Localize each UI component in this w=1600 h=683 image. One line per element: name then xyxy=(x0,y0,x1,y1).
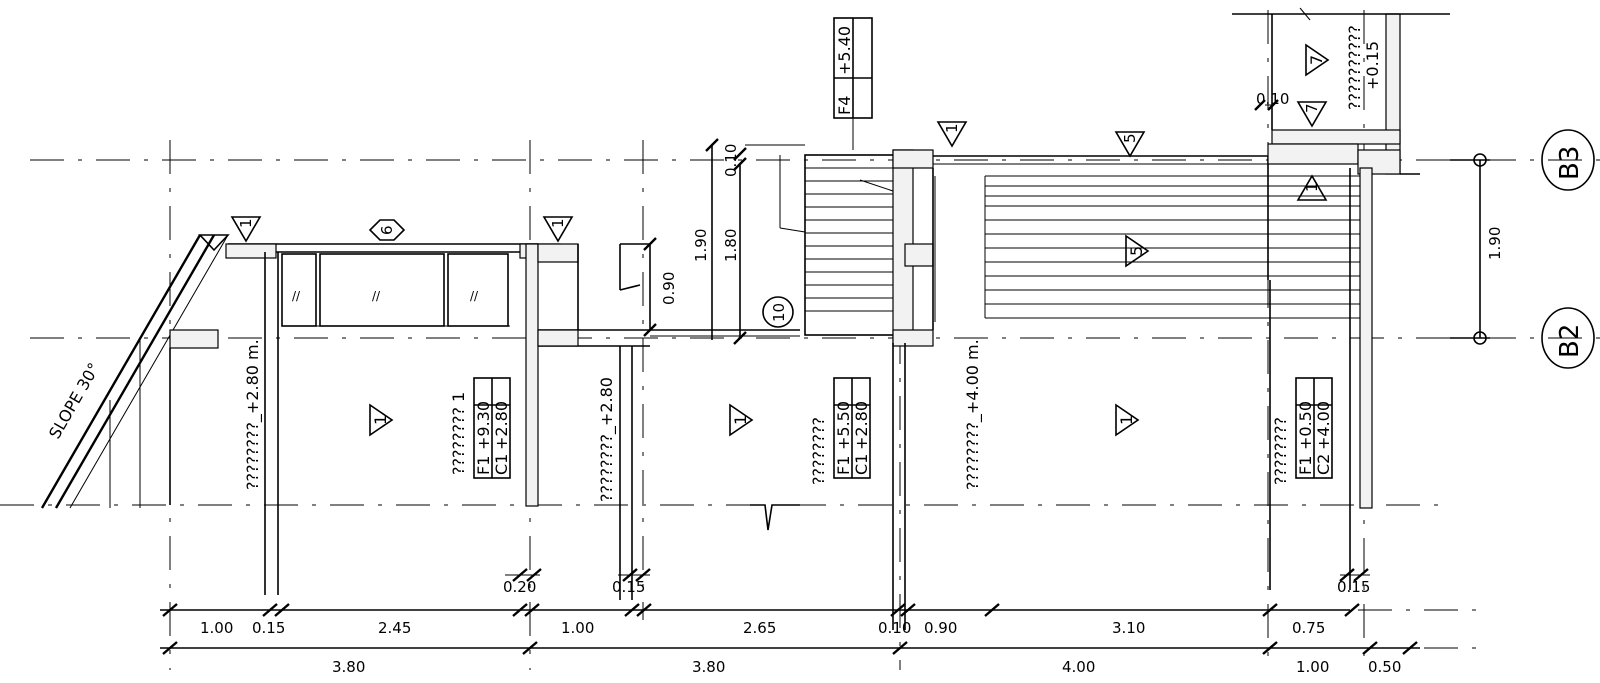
dim-2-45: 2.45 xyxy=(378,619,411,637)
dim-0-20: 0.20 xyxy=(503,578,536,596)
triangle-marker-1-room-a: 1 xyxy=(369,403,394,437)
table2-c-val: +2.80 xyxy=(852,401,871,450)
table2-c: C1 xyxy=(852,454,871,475)
dim-0-90-v: 0.90 xyxy=(660,272,678,305)
table3-f-val: +0.50 xyxy=(1296,401,1315,450)
room-label-1: ???????? 1 xyxy=(449,392,468,475)
dim-1-00-a: 1.00 xyxy=(200,619,233,637)
table3-c: C2 xyxy=(1314,454,1333,475)
room-label-3: ???????? xyxy=(1271,417,1290,485)
svg-text:10: 10 xyxy=(770,303,788,322)
level-table-2: F1 +5.50 C1 +2.80 xyxy=(833,377,871,479)
dimension-lines xyxy=(160,99,1420,655)
svg-text:7: 7 xyxy=(1307,55,1326,65)
level-text-right: ????????_+4.00 m. xyxy=(963,339,983,490)
table3-c-val: +4.00 xyxy=(1314,401,1333,450)
structure: // // // xyxy=(40,7,1490,630)
triangle-marker-1a: 1 xyxy=(230,216,262,243)
level-labels: ????????_+2.80 m. ????????_+2.80 ???????… xyxy=(243,339,983,502)
dim-1-90-a: 1.90 xyxy=(692,229,710,262)
svg-text:5: 5 xyxy=(1127,246,1146,256)
table1-f: F1 xyxy=(474,456,493,475)
stair-treads xyxy=(805,167,900,312)
triangle-marker-1-room-b: 1 xyxy=(729,403,754,437)
table1-c-val: +2.80 xyxy=(492,401,511,450)
triangle-marker-5b: 5 xyxy=(1125,234,1150,268)
dim-3-10: 3.10 xyxy=(1112,619,1145,637)
circle-marker-10: 10 xyxy=(762,296,794,328)
table3-f: F1 xyxy=(1296,456,1315,475)
svg-text:1: 1 xyxy=(371,415,390,425)
hexagon-marker-6: 6 xyxy=(368,219,406,241)
level-table-1: F1 +9.30 C1 +2.80 xyxy=(473,377,511,479)
triangle-marker-1-room-c: 1 xyxy=(1115,403,1140,437)
dim-0-15-c: 0.15 xyxy=(1337,578,1370,596)
svg-text://: // xyxy=(372,289,381,303)
dim-0-10-vert: 0.10 xyxy=(1256,90,1289,108)
svg-text:1: 1 xyxy=(1117,415,1136,425)
room-labels: ???????? 1 ???????? ???????? ?????????? … xyxy=(449,25,1382,485)
axis-label-b3: B3 xyxy=(1555,146,1585,180)
level-table-4: F4 +5.40 xyxy=(833,17,873,150)
dim-0-50: 0.50 xyxy=(1368,658,1401,676)
triangle-marker-7a: 7 xyxy=(1296,101,1328,128)
floor-hatch xyxy=(984,175,1360,319)
svg-text:7: 7 xyxy=(1303,103,1321,113)
level-text-left: ????????_+2.80 m. xyxy=(243,339,263,490)
dim-0-10-a: 0.10 xyxy=(878,619,911,637)
dim-2-65: 2.65 xyxy=(743,619,776,637)
svg-text:1: 1 xyxy=(237,218,255,228)
triangle-marker-5a: 5 xyxy=(1114,131,1146,158)
dim-1-00-b: 1.00 xyxy=(561,619,594,637)
top-note-line2: +0.15 xyxy=(1363,41,1382,90)
room-label-2: ???????? xyxy=(809,417,828,485)
dim-3-80-b: 3.80 xyxy=(692,658,725,676)
dim-0-75: 0.75 xyxy=(1292,619,1325,637)
svg-text:1: 1 xyxy=(549,218,567,228)
table2-f-val: +5.50 xyxy=(834,401,853,450)
dim-1-80: 1.80 xyxy=(722,229,740,262)
table4-f-val: +5.40 xyxy=(835,26,854,75)
table1-f-val: +9.30 xyxy=(474,401,493,450)
svg-text://: // xyxy=(470,289,479,303)
axis-bubble-b3: B3 xyxy=(1473,129,1595,191)
dim-0-10-v: 0.10 xyxy=(722,144,740,177)
svg-text://: // xyxy=(292,289,301,303)
svg-text:6: 6 xyxy=(378,225,396,235)
triangle-marker-1b: 1 xyxy=(542,216,574,243)
dim-0-15-b: 0.15 xyxy=(612,578,645,596)
svg-text:1: 1 xyxy=(731,415,750,425)
level-table-3: F1 +0.50 C2 +4.00 xyxy=(1295,377,1333,479)
triangle-marker-1d: 1 xyxy=(1296,174,1328,201)
svg-text:5: 5 xyxy=(1121,133,1139,143)
dim-0-15-a: 0.15 xyxy=(252,619,285,637)
dim-1-00-c: 1.00 xyxy=(1296,658,1329,676)
axis-label-b2: B2 xyxy=(1555,324,1585,358)
dim-0-90: 0.90 xyxy=(924,619,957,637)
top-note-line1: ?????????? xyxy=(1345,25,1364,110)
slope-label: SLOPE 30° xyxy=(45,359,104,442)
dim-4-00: 4.00 xyxy=(1062,658,1095,676)
finish-markers: 1 1 1 1 1 1 1 5 xyxy=(230,43,1330,437)
table1-c: C1 xyxy=(492,454,511,475)
axis-bubble-b2: B2 xyxy=(1473,307,1595,369)
dim-1-90-b: 1.90 xyxy=(1486,227,1504,260)
triangle-marker-7b: 7 xyxy=(1305,43,1330,77)
table2-f: F1 xyxy=(834,456,853,475)
table4-f: F4 xyxy=(835,96,854,115)
triangle-marker-1c: 1 xyxy=(936,121,968,148)
dim-3-80-a: 3.80 xyxy=(332,658,365,676)
svg-text:1: 1 xyxy=(943,123,961,133)
dimension-labels: 1.00 0.15 2.45 1.00 2.65 0.10 0.90 3.10 … xyxy=(200,90,1504,676)
level-text-mid: ????????_+2.80 xyxy=(597,377,617,502)
svg-text:1: 1 xyxy=(1303,182,1321,192)
